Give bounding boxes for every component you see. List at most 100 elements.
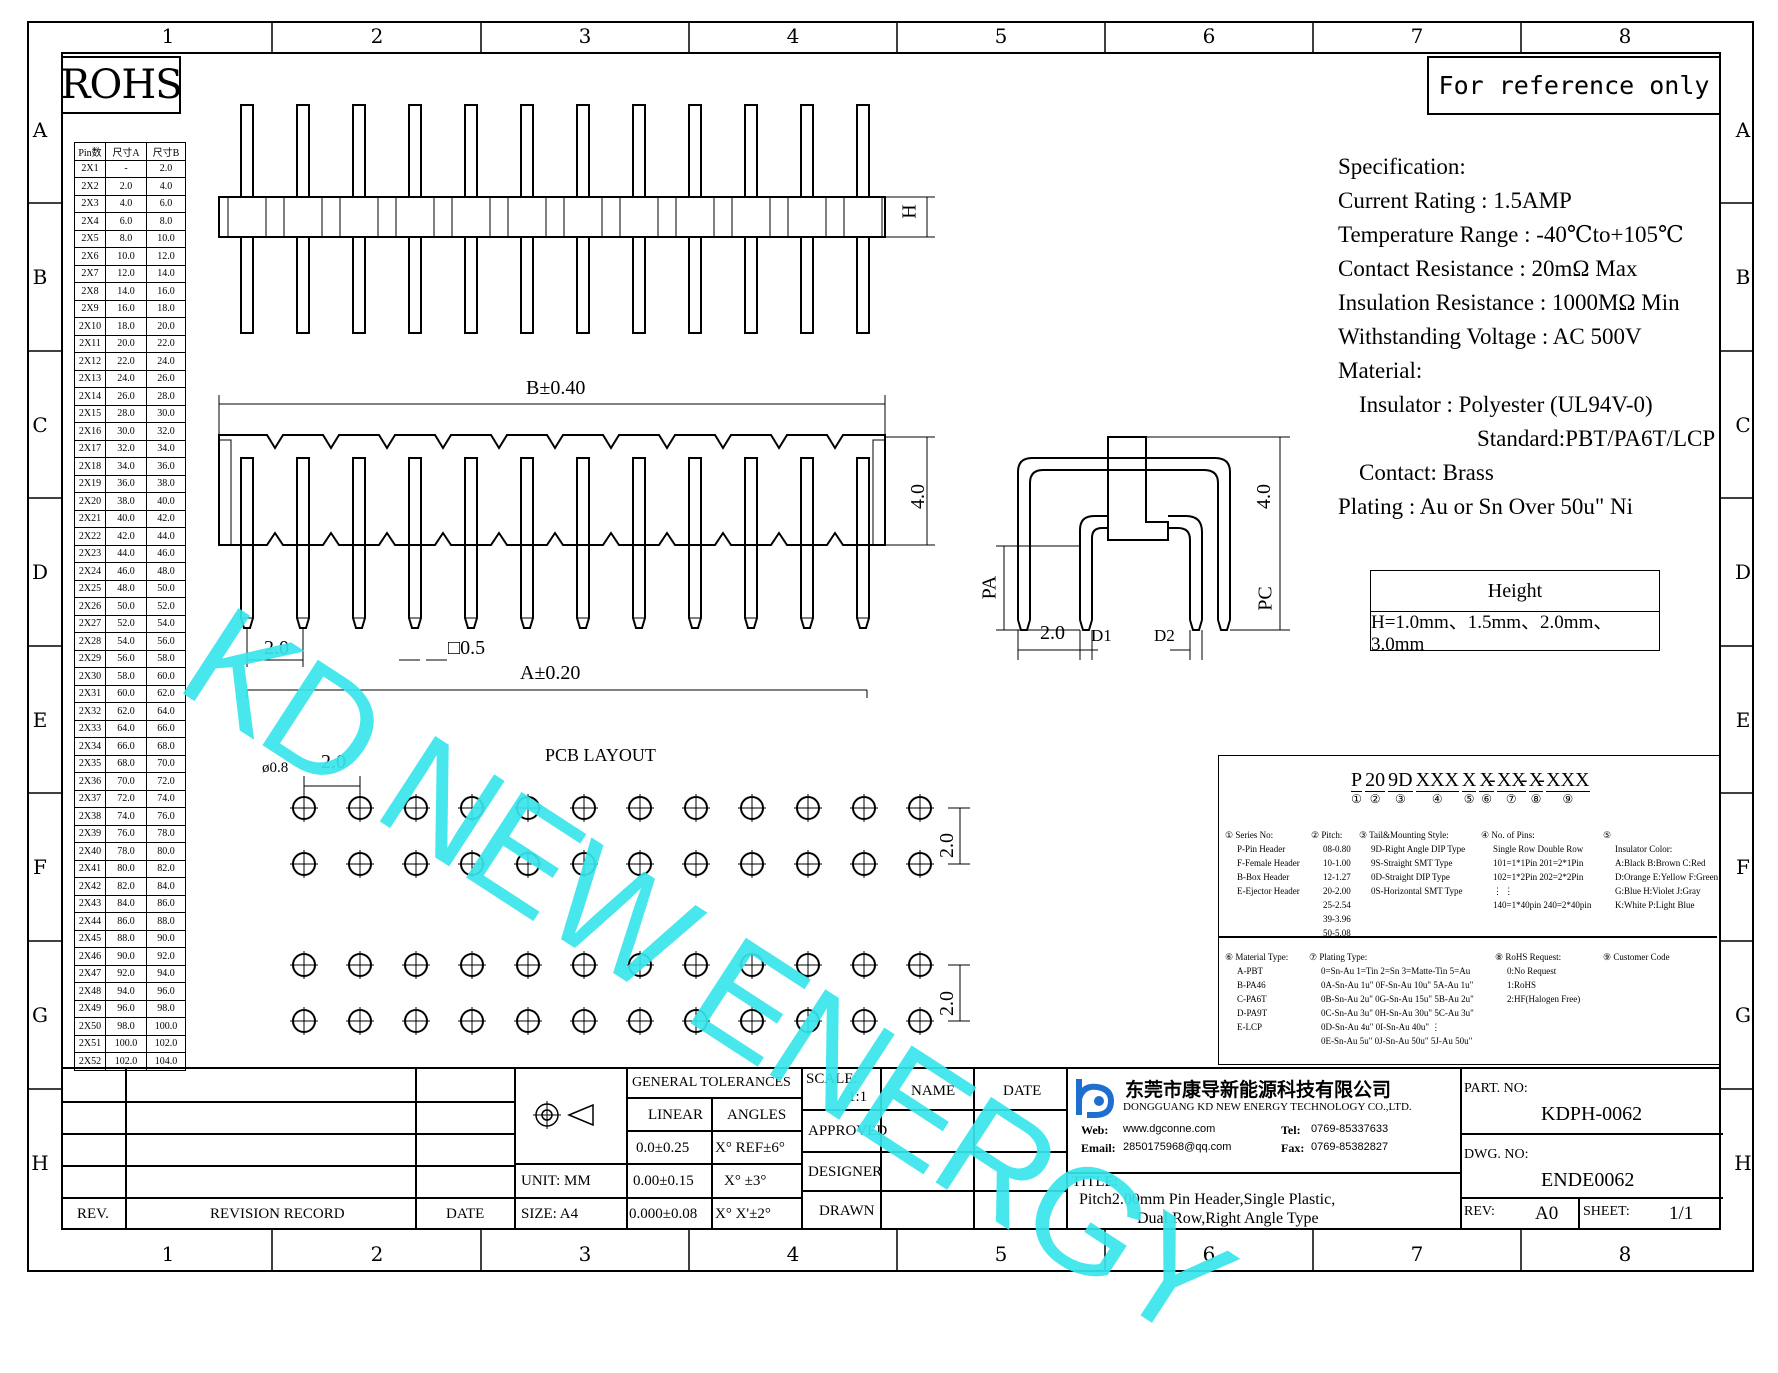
specification-block: Specification: Current Rating : 1.5AMP T… <box>1338 150 1715 524</box>
tb-line <box>1460 1197 1723 1199</box>
coding-line: 08-0.80 <box>1323 844 1351 854</box>
pin-front <box>352 457 366 629</box>
pcb-layout-title: PCB LAYOUT <box>545 745 656 765</box>
top-view <box>218 104 886 334</box>
fax-value: 0769-85382827 <box>1311 1141 1389 1153</box>
spec-contact: Contact: Brass <box>1359 460 1494 485</box>
coding-line: 9D-Right Angle DIP Type <box>1371 844 1466 854</box>
pin-outer-bend <box>1017 457 1231 620</box>
part-code-index: ⑧ <box>1530 792 1542 806</box>
insulator-cell <box>787 196 827 238</box>
coding-line: B-PA46 <box>1237 980 1266 990</box>
coding-line: 0B-Sn-Au 2u" 0G-Sn-Au 15u" 5B-Au 2u" <box>1321 994 1474 1004</box>
coding-line: E-LCP <box>1237 1022 1263 1032</box>
coding-line: 0A-Sn-Au 1u" 0F-Sn-Au 10u" 5A-Au 1u" <box>1321 980 1474 990</box>
company-logo-icon <box>1076 1079 1115 1118</box>
part-no-label: PART. NO: <box>1464 1081 1528 1096</box>
zone-row-C: C <box>32 413 48 437</box>
dim-4a: 4.0 <box>907 484 929 509</box>
pin <box>856 236 870 334</box>
pin <box>632 104 646 198</box>
part-code-index: ⑦ <box>1505 792 1517 806</box>
table-header-row: Pin数 尺寸A 尺寸B <box>74 142 186 161</box>
height-title: Height <box>1371 571 1659 612</box>
part-code-segment: X <box>1461 769 1477 792</box>
pcb-row-pitch-1: 2.0 <box>936 833 958 858</box>
web-label: Web: <box>1081 1123 1109 1137</box>
side-body <box>1107 436 1169 541</box>
pin-front <box>520 457 534 629</box>
pin-tip <box>1217 619 1231 631</box>
spec-material: Material: <box>1338 358 1423 383</box>
drawing-title-line2: Dual Row,Right Angle Type <box>1137 1210 1319 1227</box>
zone-row-C: C <box>1735 413 1751 437</box>
part-code-separator: - <box>1488 769 1496 791</box>
zone-row-D: D <box>1734 560 1752 584</box>
insulator-cell <box>731 196 771 238</box>
part-code-segment: 9D <box>1388 769 1413 792</box>
spec-temperature: Temperature Range : -40℃to+105℃ <box>1338 222 1684 247</box>
pin <box>352 104 366 198</box>
part-code-index: ⑥ <box>1481 792 1492 806</box>
sheet-value: 1/1 <box>1669 1203 1694 1224</box>
coding-plating: ⑦ Plating Type:0=Sn-Au 1=Tin 2=Sn 3=Matt… <box>1309 950 1474 1048</box>
coding-line: K:White P:Light Blue <box>1615 900 1695 910</box>
size-label: SIZE: A4 <box>521 1206 579 1222</box>
dim-4b: 4.0 <box>1253 484 1275 509</box>
pin <box>296 236 310 334</box>
insulator-body <box>218 196 886 238</box>
pin-front <box>240 457 254 629</box>
coding-line: A:Black B:Brown C:Red <box>1615 858 1706 868</box>
pin <box>744 236 758 334</box>
dim-d1: D1 <box>1091 626 1112 645</box>
tol-angle-1: X° REF±6° <box>715 1140 785 1156</box>
unit-label: UNIT: MM <box>521 1173 591 1189</box>
pin <box>576 104 590 198</box>
rev-header: REV. <box>77 1206 109 1222</box>
tb-line <box>880 1069 882 1230</box>
coding-line: 10-1.00 <box>1323 858 1351 868</box>
part-code-segment: P <box>1351 769 1363 792</box>
zone-row-G: G <box>32 1003 48 1027</box>
dim-a: A±0.20 <box>520 662 581 684</box>
tb-line <box>973 1069 975 1230</box>
zone-col-2: 2 <box>370 24 384 48</box>
spec-standard: Standard:PBT/PA6T/LCP <box>1477 426 1716 451</box>
tb-line <box>801 1109 1066 1111</box>
pin-inner-bend-inner <box>1091 527 1108 620</box>
tb-line <box>415 1069 417 1230</box>
table-cell: 52.0 <box>146 597 186 616</box>
table-cell: 56.0 <box>146 632 186 651</box>
name-header: NAME <box>911 1083 956 1099</box>
spec-title: Specification: <box>1338 154 1466 179</box>
coding-line: C-PA6T <box>1237 994 1267 1004</box>
zone-col-7: 7 <box>1410 24 1424 48</box>
drawn-label: DRAWN <box>819 1203 875 1219</box>
pin-front <box>800 457 814 629</box>
drawing-title-line1: Pitch2.00mm Pin Header,Single Plastic, <box>1079 1191 1336 1208</box>
coding-line: 9S-Straight SMT Type <box>1371 858 1453 868</box>
pin-front <box>296 457 310 629</box>
tb-line <box>514 1163 801 1165</box>
part-code-index: ④ <box>1431 792 1443 806</box>
pin <box>464 104 478 198</box>
coding-line: ③ Tail&Mounting Style: <box>1359 830 1449 840</box>
zone-col-1: 1 <box>161 24 175 48</box>
pin <box>688 236 702 334</box>
coding-line: 1:RoHS <box>1507 980 1537 990</box>
